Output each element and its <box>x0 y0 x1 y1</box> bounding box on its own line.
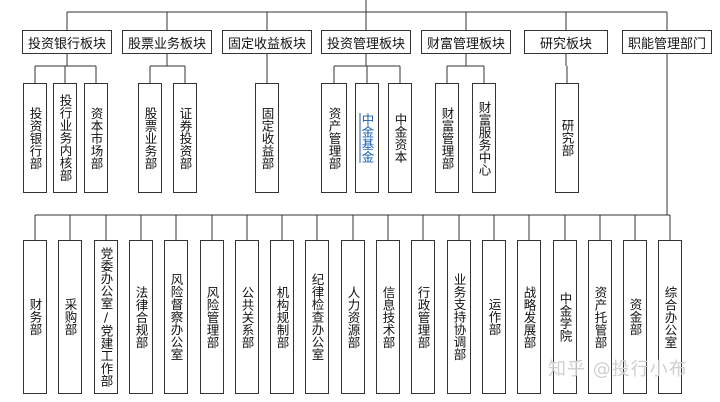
functional-dept-box: 纪律检查办公室 <box>305 240 329 394</box>
functional-dept-box: 中金学院 <box>553 240 577 394</box>
division-functional-management: 职能管理部门 <box>622 30 712 54</box>
unit-securities-investment: 证券投资部 <box>173 83 197 193</box>
functional-dept-box: 公共关系部 <box>235 240 259 394</box>
division-research: 研究板块 <box>524 30 608 54</box>
functional-dept-box: 信息技术部 <box>376 240 400 394</box>
division-investment-banking: 投资银行板块 <box>22 30 112 54</box>
unit-cicc-capital: 中金资本 <box>388 83 412 193</box>
division-fixed-income: 固定收益板块 <box>222 30 312 54</box>
unit-cicc-fund-link[interactable]: 中金基金 <box>355 83 379 193</box>
functional-dept-box: 资产托管部 <box>588 240 612 394</box>
division-investment-management: 投资管理板块 <box>321 30 411 54</box>
functional-dept-box: 风险管理部 <box>200 240 224 394</box>
functional-dept-box: 战略发展部 <box>517 240 541 394</box>
unit-ib-internal-review: 投行业务内核部 <box>53 83 77 193</box>
unit-capital-markets: 资本市场部 <box>84 83 108 193</box>
functional-dept-box: 党委办公室/党建工作部 <box>94 240 118 394</box>
unit-wealth-management-dept: 财富管理部 <box>435 83 459 193</box>
functional-dept-box: 人力资源部 <box>341 240 365 394</box>
functional-dept-box: 业务支持协调部 <box>447 240 471 394</box>
unit-investment-banking-dept: 投资银行部 <box>23 83 47 193</box>
functional-dept-box: 机构规制部 <box>270 240 294 394</box>
functional-dept-box: 综合办公室 <box>658 240 682 394</box>
functional-dept-box: 采购部 <box>58 240 82 394</box>
functional-dept-box: 法律合规部 <box>129 240 153 394</box>
functional-dept-box: 风险督察办公室 <box>164 240 188 394</box>
functional-dept-box: 财务部 <box>23 240 47 394</box>
functional-dept-box: 资金部 <box>623 240 647 394</box>
watermark: 知乎 @投行小布 <box>548 359 688 380</box>
unit-asset-management: 资产管理部 <box>321 83 347 193</box>
unit-wealth-service-center: 财富服务中心 <box>472 83 496 193</box>
unit-equities-dept: 股票业务部 <box>138 83 162 193</box>
unit-research-dept: 研究部 <box>555 83 579 193</box>
unit-fixed-income-dept: 固定收益部 <box>255 83 279 193</box>
functional-dept-box: 行政管理部 <box>411 240 435 394</box>
division-equities: 股票业务板块 <box>122 30 212 54</box>
functional-dept-box: 运作部 <box>482 240 506 394</box>
division-wealth-management: 财富管理板块 <box>421 30 511 54</box>
